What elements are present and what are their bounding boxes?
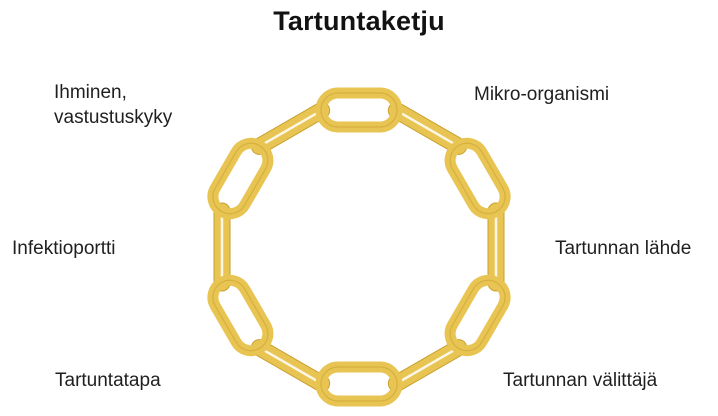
label-infektioportti: Infektioportti — [12, 236, 116, 261]
label-line: Tartunnan välittäjä — [503, 368, 657, 393]
label-line: Tartunnan lähde — [555, 236, 691, 261]
chain-link-face — [321, 93, 397, 127]
chain-link-face — [444, 274, 511, 357]
link-gap — [261, 111, 320, 145]
label-line: vastustuskyky — [54, 105, 172, 130]
chain-link-face — [444, 137, 511, 220]
chain-link-face — [321, 367, 397, 401]
label-line: Ihminen, — [54, 80, 172, 105]
label-line: Mikro-organismi — [474, 82, 609, 107]
label-line: Tartuntatapa — [55, 368, 161, 393]
link-gap — [398, 111, 457, 145]
link-gap — [398, 349, 457, 383]
chain-link-face — [207, 274, 274, 357]
link-gap — [261, 349, 320, 383]
link-ring — [321, 367, 397, 401]
label-line: Infektioportti — [12, 236, 116, 261]
label-tartunnan-valittaja: Tartunnan välittäjä — [503, 368, 657, 393]
chain-links-face — [207, 93, 512, 401]
label-mikro-organismi: Mikro-organismi — [474, 82, 609, 107]
label-tartuntatapa: Tartuntatapa — [55, 368, 161, 393]
chain-link-face — [207, 137, 274, 220]
label-ihminen-vastustuskyky: Ihminen, vastustuskyky — [54, 80, 172, 130]
link-ring — [321, 93, 397, 127]
label-tartunnan-lahde: Tartunnan lähde — [555, 236, 691, 261]
